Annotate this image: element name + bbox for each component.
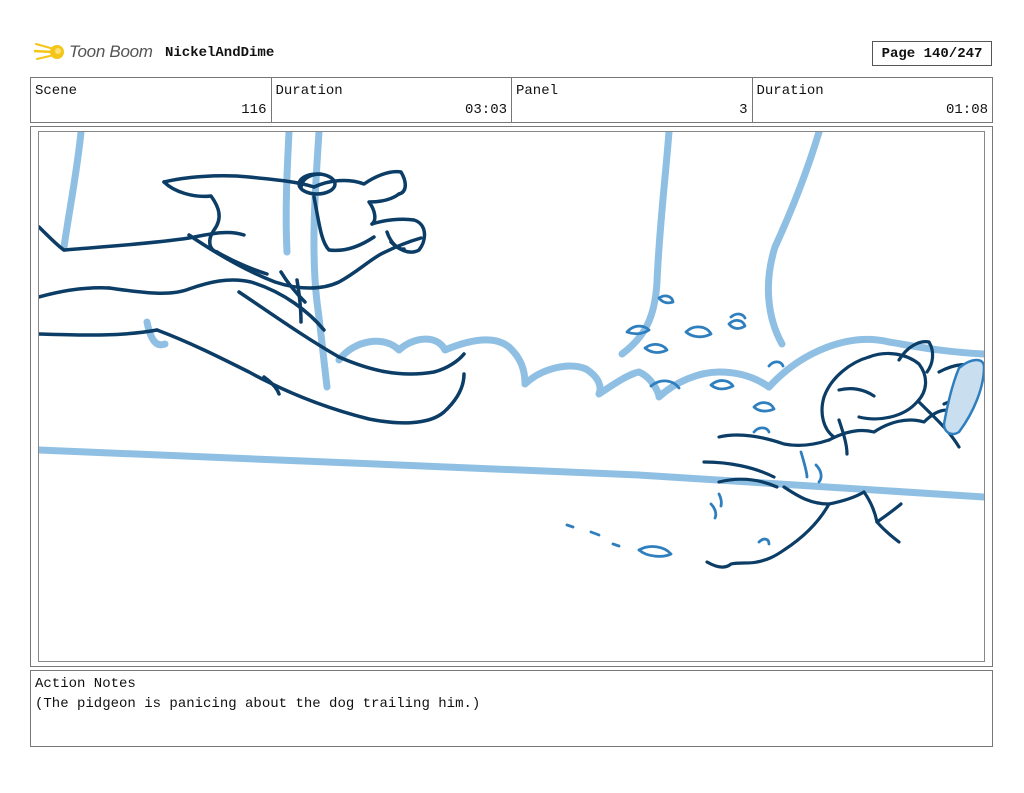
- pigeon-wing: [942, 358, 984, 436]
- action-notes-label: Action Notes: [35, 676, 136, 692]
- project-name: NickelAndDime: [165, 45, 275, 61]
- background-sketch: [39, 132, 984, 501]
- logo-text: Toon Boom: [69, 42, 153, 61]
- page-label: Page 140/247: [881, 45, 983, 62]
- scene-duration-value: 03:03: [464, 102, 507, 118]
- panel-value: 3: [739, 102, 748, 118]
- storyboard-panel: [30, 126, 993, 667]
- scene-value: 116: [241, 102, 267, 118]
- splash-marks: [565, 294, 823, 558]
- action-notes: Action Notes (The pidgeon is panicing ab…: [30, 670, 993, 747]
- panel-info-bar: Scene 116 Duration 03:03 Panel 3 Duratio…: [30, 77, 993, 123]
- scene-duration-cell: Duration 03:03: [272, 78, 512, 122]
- panel-drawing-frame: [38, 131, 985, 662]
- scene-duration-label: Duration: [275, 83, 343, 99]
- toon-boom-logo: Toon Boom: [34, 38, 153, 66]
- comet-icon: [34, 43, 64, 60]
- panel-cell: Panel 3: [512, 78, 753, 122]
- action-notes-text: (The pidgeon is panicing about the dog t…: [35, 696, 481, 712]
- scene-label: Scene: [35, 83, 78, 99]
- dog-sketch: [39, 169, 466, 425]
- panel-sketch: [39, 132, 984, 569]
- page-number: Page 140/247: [872, 41, 992, 66]
- panel-duration-value: 01:08: [945, 102, 988, 118]
- panel-duration-cell: Duration 01:08: [753, 78, 993, 122]
- panel-label: Panel: [516, 83, 559, 99]
- panel-duration-label: Duration: [756, 83, 824, 99]
- scene-cell: Scene 116: [31, 78, 272, 122]
